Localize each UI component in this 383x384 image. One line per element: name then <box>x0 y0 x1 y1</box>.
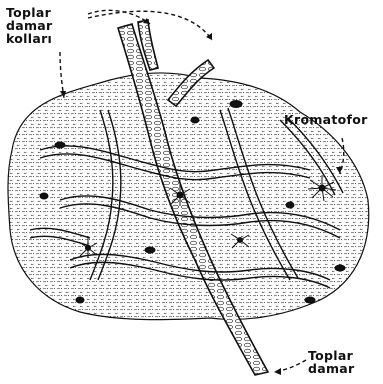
top-vein-branches-label: Toplar damar kolları <box>6 6 53 45</box>
bottom-label-line-2: damar <box>308 362 355 375</box>
bottom-vein-label: Toplar damar <box>308 349 355 375</box>
chromatophore-label-text: Kromatofor <box>284 113 368 126</box>
top-label-line-3: kolları <box>6 32 53 45</box>
chromatophore-label: Kromatofor <box>284 113 368 126</box>
